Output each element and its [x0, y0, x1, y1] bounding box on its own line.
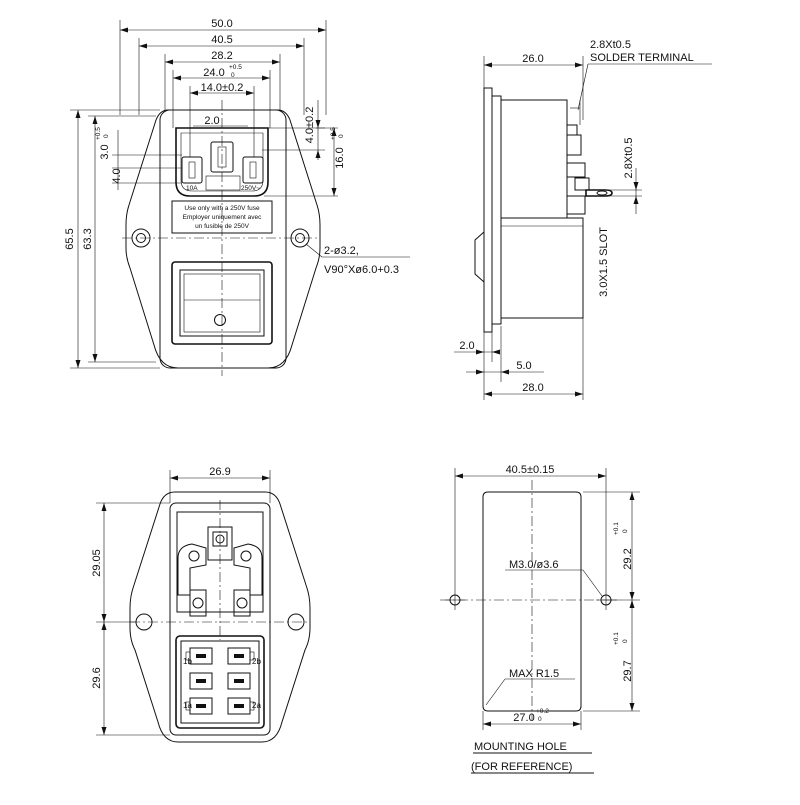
- dim-width-28-2: 28.2: [211, 50, 232, 62]
- dim-rear-lower-height: 29.6: [91, 667, 103, 688]
- mounting-hole-title: MOUNTING HOLE: [474, 741, 567, 753]
- dim-width-50: 50.0: [211, 18, 232, 30]
- front-body-outline: [159, 109, 287, 369]
- dim-cutout-hole-spacing: 40.5±0.15: [506, 464, 555, 476]
- dim-3-tol-upper: +0.5: [95, 127, 102, 140]
- dim-5: 5.0: [516, 360, 531, 372]
- dim-height-65-5: 65.5: [64, 228, 76, 249]
- dim-cutout-width-tol: +0.2: [536, 708, 549, 715]
- hole-callout-1: 2-ø3.2,: [324, 245, 359, 257]
- terminal-label-1b: 1b: [183, 657, 192, 666]
- terminal-label-2a: 2a: [252, 701, 261, 710]
- cutout-outline: [482, 491, 582, 712]
- terminal-neutral: [233, 543, 263, 596]
- rear-view: 1b 2b 1a 2a 26.9 29.05 29.6: [91, 466, 311, 743]
- dim-height-63-3: 63.3: [82, 228, 94, 249]
- pin-right: [242, 156, 264, 184]
- mounting-hole-subtitle: (FOR REFERENCE): [471, 761, 572, 773]
- dim-16-tol-upper: +0.5: [330, 127, 337, 140]
- switch-on-mark: [214, 314, 226, 326]
- solder-terminal-top: [566, 124, 578, 136]
- side-switch-rocker: [474, 231, 485, 283]
- side-view: 26.0 2.8Xt0.5 SOLDER TERMINAL 2.8Xt0.5 3…: [454, 39, 712, 400]
- callout-screw-size: M3.0/ø3.6: [509, 559, 559, 571]
- solder-terminal-side: [574, 177, 590, 191]
- mounting-hole-view: 40.5±0.15 29.2 +0.1 0 29.7 +0.1 0 27.0 +…: [440, 464, 640, 774]
- fuse-label-line-3: un fusible de 250V: [195, 223, 250, 230]
- dim-slot: 3.0X1.5 SLOT: [598, 227, 610, 297]
- dim-3-tol-lower: 0: [103, 134, 110, 138]
- rear-flange-outline: [129, 491, 311, 743]
- dim-cutout-width: 27.0: [513, 712, 534, 724]
- dim-width-40-5: 40.5: [211, 34, 232, 46]
- side-lower-body: [500, 217, 584, 319]
- dim-28: 28.0: [522, 382, 543, 394]
- dim-4-tol: 4.0±0.2: [304, 107, 316, 144]
- dim-cutout-lower-tol-lower: 0: [622, 639, 629, 643]
- dim-pin-spacing-14: 14.0±0.2: [201, 82, 244, 94]
- dim-depth-26: 26.0: [522, 53, 543, 65]
- dim-pin-2: 2.0: [204, 115, 219, 127]
- terminal-live: [177, 543, 207, 596]
- inlet-recess: [175, 127, 269, 197]
- dim-4: 4.0: [111, 168, 123, 183]
- dim-2: 2.0: [459, 340, 474, 352]
- dim-16-tol-lower: 0: [338, 134, 345, 138]
- switch-terminals: [185, 647, 255, 715]
- dim-cutout-width-tol-lower: 0: [538, 716, 542, 723]
- dim-width-24: 24.0: [203, 67, 224, 79]
- side-flange: [483, 87, 493, 333]
- dim-rear-upper-height: 29.05: [91, 549, 103, 577]
- terminal-size: 2.8Xt0.5: [590, 39, 631, 51]
- dim-cutout-lower-tol: +0.1: [613, 632, 620, 645]
- dim-cutout-upper: 29.2: [622, 548, 634, 569]
- dim-width-24-tol-upper: +0.5: [229, 64, 242, 71]
- dim-width-24-tol-lower: 0: [231, 72, 235, 79]
- dim-3: 3.0: [99, 144, 111, 159]
- rating-voltage: 250V~: [241, 185, 260, 192]
- hole-callout-2: V90°Xø6.0+0.3: [324, 264, 399, 276]
- dim-terminal-thickness: 2.8Xt0.5: [623, 138, 635, 179]
- rating-current: 10A: [186, 185, 198, 192]
- side-upper-body: [500, 99, 568, 219]
- terminal-label: SOLDER TERMINAL: [590, 52, 694, 64]
- terminal-label-1a: 1a: [183, 701, 192, 710]
- callout-corner-radius: MAX R1.5: [509, 668, 559, 680]
- terminal-label-2b: 2b: [252, 657, 261, 666]
- pin-left: [181, 156, 203, 184]
- dim-16: 16.0: [334, 147, 346, 168]
- dim-cutout-upper-tol: +0.1: [613, 522, 620, 535]
- dim-cutout-upper-tol-lower: 0: [622, 529, 629, 533]
- dim-cutout-lower: 29.7: [622, 660, 634, 681]
- front-view: 10A 250V~ Use only with a 250V fuse Empl…: [64, 18, 410, 376]
- rear-switch-block: [175, 635, 265, 729]
- fuse-label-line-2: Employer uniquement avec: [183, 214, 263, 221]
- dim-rear-width: 26.9: [209, 466, 230, 478]
